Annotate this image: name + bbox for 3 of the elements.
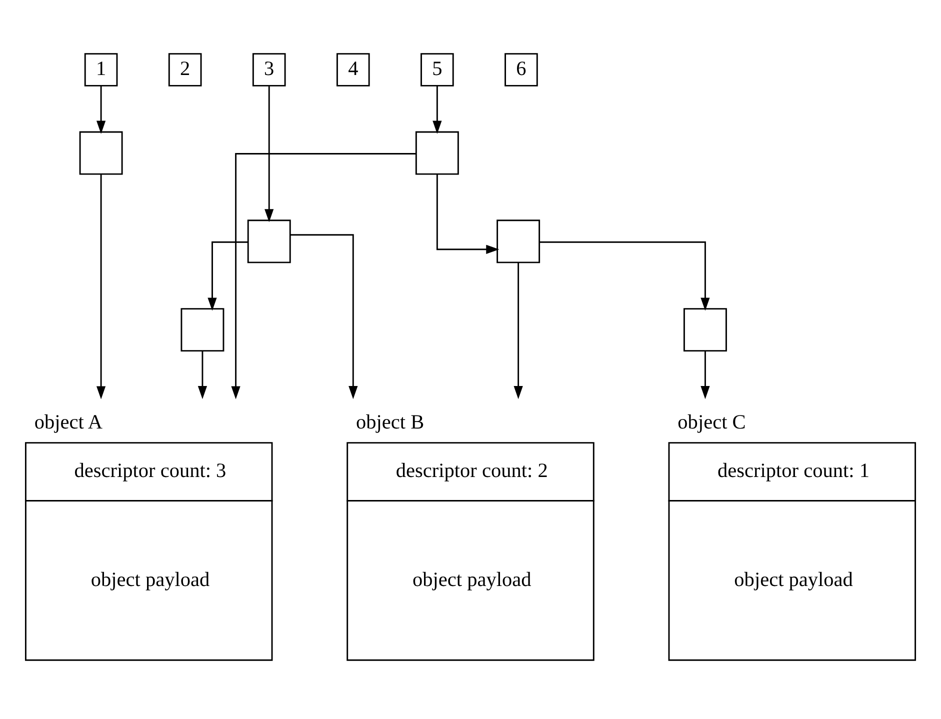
node-label: object B <box>356 412 424 434</box>
node-label: object A <box>34 412 103 434</box>
node-label: object C <box>678 412 746 434</box>
